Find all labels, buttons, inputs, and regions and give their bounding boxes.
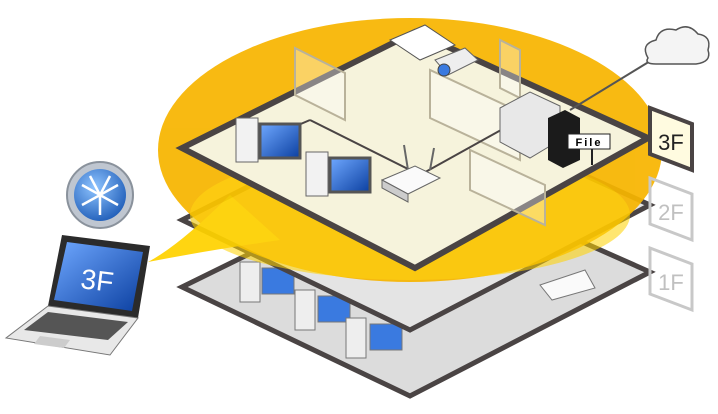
floor-label-1f: 1F — [648, 245, 694, 313]
desktop-computer-icon — [305, 151, 372, 197]
floor-label-2f-text: 2F — [658, 200, 684, 225]
internet-connection-line — [569, 54, 661, 111]
floor-label-3f-text: 3F — [658, 130, 684, 155]
wireless-router-icon — [380, 144, 442, 203]
desktop-computer-icon — [235, 117, 302, 163]
network-app-icon[interactable] — [66, 161, 134, 229]
floor-label-3f: 3F — [648, 105, 694, 173]
cloud-icon — [644, 26, 710, 65]
laptop-icon: 3F — [4, 235, 150, 356]
projector-icon — [434, 47, 479, 77]
floor-3f — [175, 28, 655, 272]
floor-label-1f-text: 1F — [658, 270, 684, 295]
stairs-icon — [388, 24, 457, 61]
file-server-icon: File — [548, 110, 611, 168]
laptop-screen-text: 3F — [79, 263, 115, 298]
file-server-label: File — [576, 137, 603, 149]
floor-label-2f: 2F — [648, 175, 694, 243]
